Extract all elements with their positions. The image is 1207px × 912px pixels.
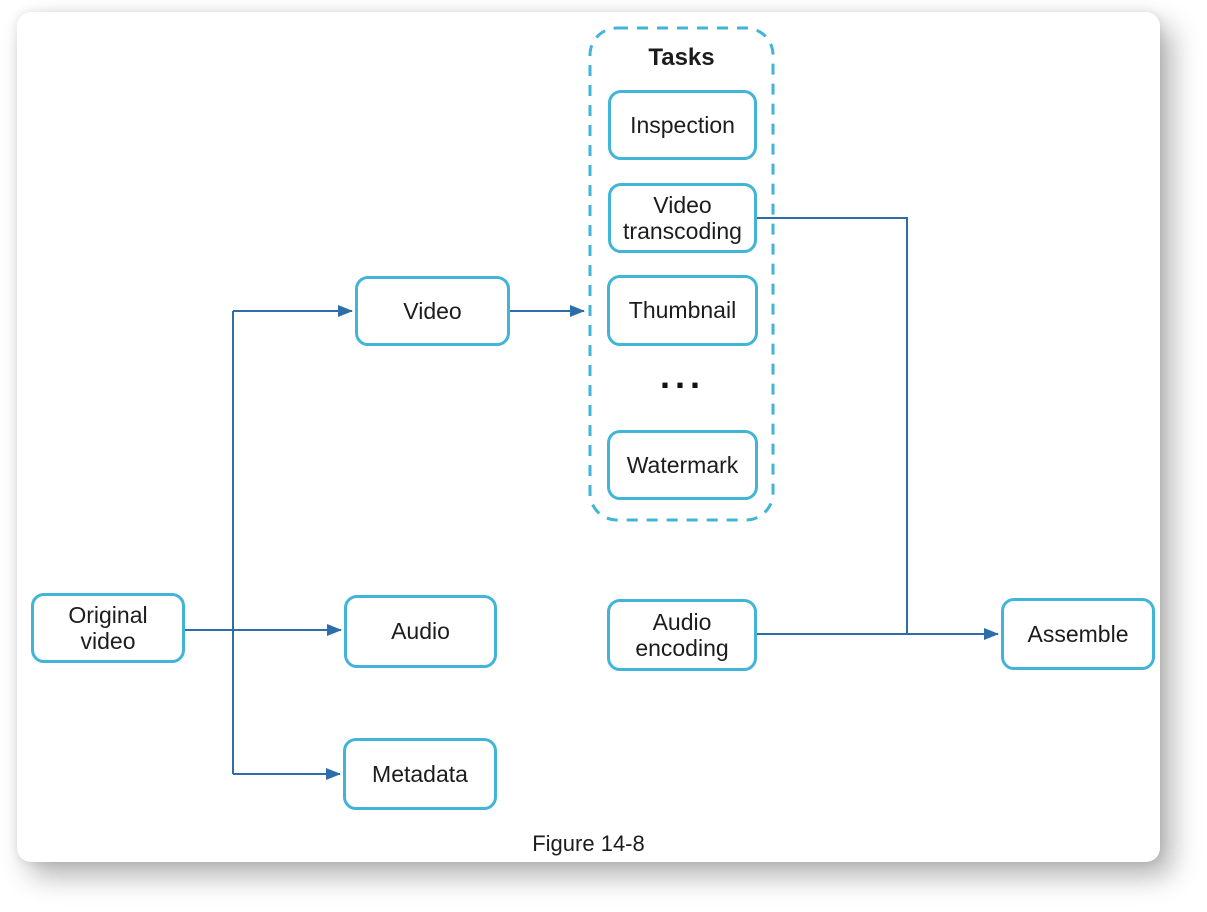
node-audio-encoding-label: Audio encoding [635,608,729,661]
node-inspection-label: Inspection [630,111,735,138]
figure-caption: Figure 14-8 [532,831,645,856]
node-audio: Audio [344,595,497,668]
node-video-transcoding-label: Video transcoding [623,191,742,244]
node-inspection: Inspection [608,90,757,160]
node-video-transcoding: Video transcoding [608,183,757,253]
node-assemble-label: Assemble [1027,620,1129,647]
node-video-label: Video [403,297,462,324]
tasks-group-border [588,26,775,522]
edge-transcoding-to-join [757,217,908,634]
node-original-video: Original video [31,593,185,663]
node-audio-label: Audio [391,618,450,645]
node-original-video-label: Original video [68,601,148,654]
node-watermark: Watermark [607,430,758,500]
node-thumbnail-label: Thumbnail [628,297,737,324]
node-assemble: Assemble [1001,598,1155,670]
tasks-group-title: Tasks [648,44,715,71]
node-video: Video [355,276,510,346]
node-watermark-label: Watermark [626,451,739,478]
node-thumbnail: Thumbnail [607,275,758,346]
tasks-more-ellipsis: ... [659,355,705,396]
node-audio-encoding: Audio encoding [607,599,757,671]
node-metadata-label: Metadata [372,760,468,787]
node-metadata: Metadata [343,738,497,810]
